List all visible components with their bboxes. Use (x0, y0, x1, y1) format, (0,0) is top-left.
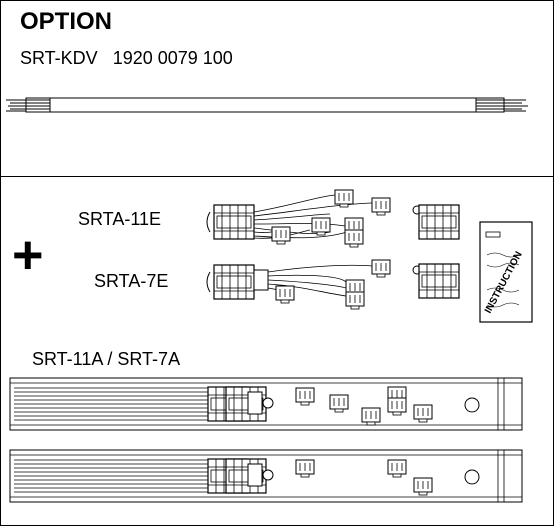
option-title: OPTION (20, 8, 113, 35)
track-bar-2 (9, 449, 523, 503)
extension-cable (6, 97, 528, 113)
bar-label: SRT-11A / SRT-7A (32, 349, 181, 369)
track-bar-1 (9, 377, 523, 431)
harness-srta-11e (206, 189, 460, 248)
harness-srta-7e (206, 259, 460, 310)
kit-label-srta-11e: SRTA-11E (78, 209, 162, 229)
model-number: SRT-KDV 1920 0079 100 (20, 48, 233, 68)
kit-label-srta-7e: SRTA-7E (94, 271, 169, 291)
instruction-sheet: INSTRUCTION (479, 221, 533, 323)
plus-sign: + (12, 225, 44, 285)
